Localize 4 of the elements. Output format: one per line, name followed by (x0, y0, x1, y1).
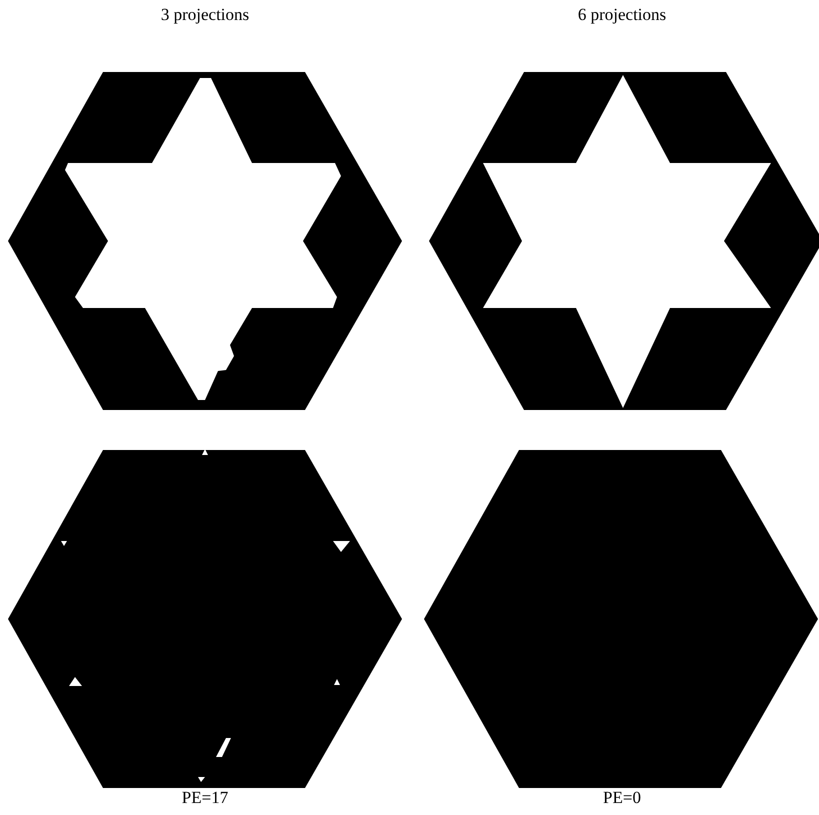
error-count-label: PE=0 (603, 789, 641, 807)
panel-title: 3 projections (160, 6, 250, 24)
error-count-label: PE=17 (182, 789, 228, 807)
panel-title: 6 projections (578, 6, 666, 24)
